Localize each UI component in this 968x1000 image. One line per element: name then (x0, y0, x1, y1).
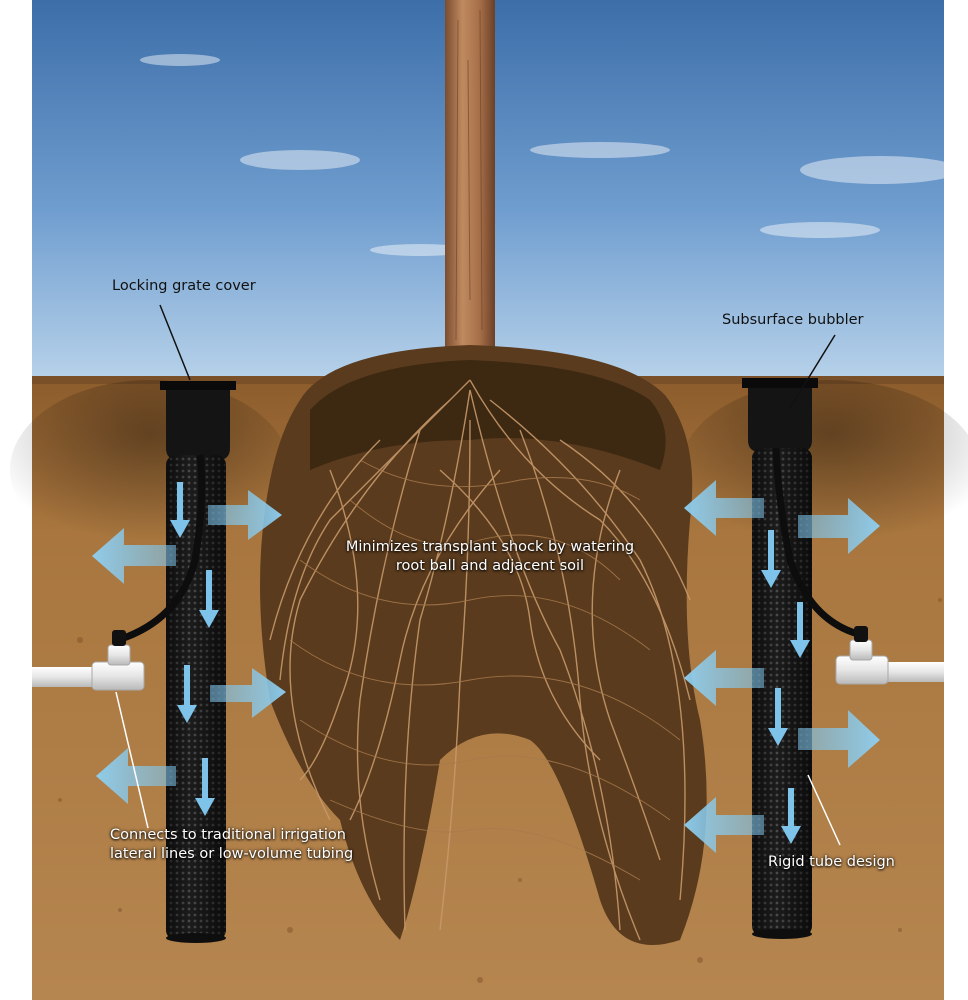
leader-rigid-tube (807, 774, 841, 846)
callout-center-line1: Minimizes transplant shock by watering (345, 539, 635, 555)
callout-center-line2: root ball and adjacent soil (395, 558, 585, 574)
root-ball (260, 345, 707, 945)
leader-irrigation (115, 691, 149, 829)
callout-bubbler: Subsurface bubbler (722, 312, 864, 328)
callout-rigid-tube: Rigid tube design (768, 854, 895, 870)
callout-irrigation-line2: lateral lines or low-volume tubing (110, 846, 354, 862)
arrow-icon-right-1 (208, 490, 282, 540)
arrow-icon-left-1 (92, 528, 176, 584)
left-feed-tubing (116, 454, 206, 644)
callout-irrigation: Connects to traditional irrigation later… (110, 826, 353, 864)
arrow-icon-left-4 (684, 650, 764, 706)
leader-bubbler (789, 334, 836, 409)
right-pvc-pipe (880, 662, 944, 682)
callout-center: Minimizes transplant shock by watering r… (330, 538, 650, 576)
arrow-icon-down-group (170, 482, 810, 844)
leader-grate-cover (159, 304, 191, 381)
arrow-icon-left-3 (684, 480, 764, 536)
arrow-icon-left-5 (684, 797, 764, 853)
right-feed-tubing (772, 447, 860, 638)
callout-grate-cover: Locking grate cover (112, 278, 256, 294)
callout-irrigation-line1: Connects to traditional irrigation (110, 827, 346, 843)
arrow-icon-right-2 (210, 668, 286, 718)
left-pvc-tee (91, 661, 145, 691)
left-grate-cap (160, 381, 236, 460)
arrow-icon-right-4 (798, 710, 880, 768)
right-grate-cap (742, 378, 818, 452)
arrow-icon-right-3 (798, 498, 880, 554)
